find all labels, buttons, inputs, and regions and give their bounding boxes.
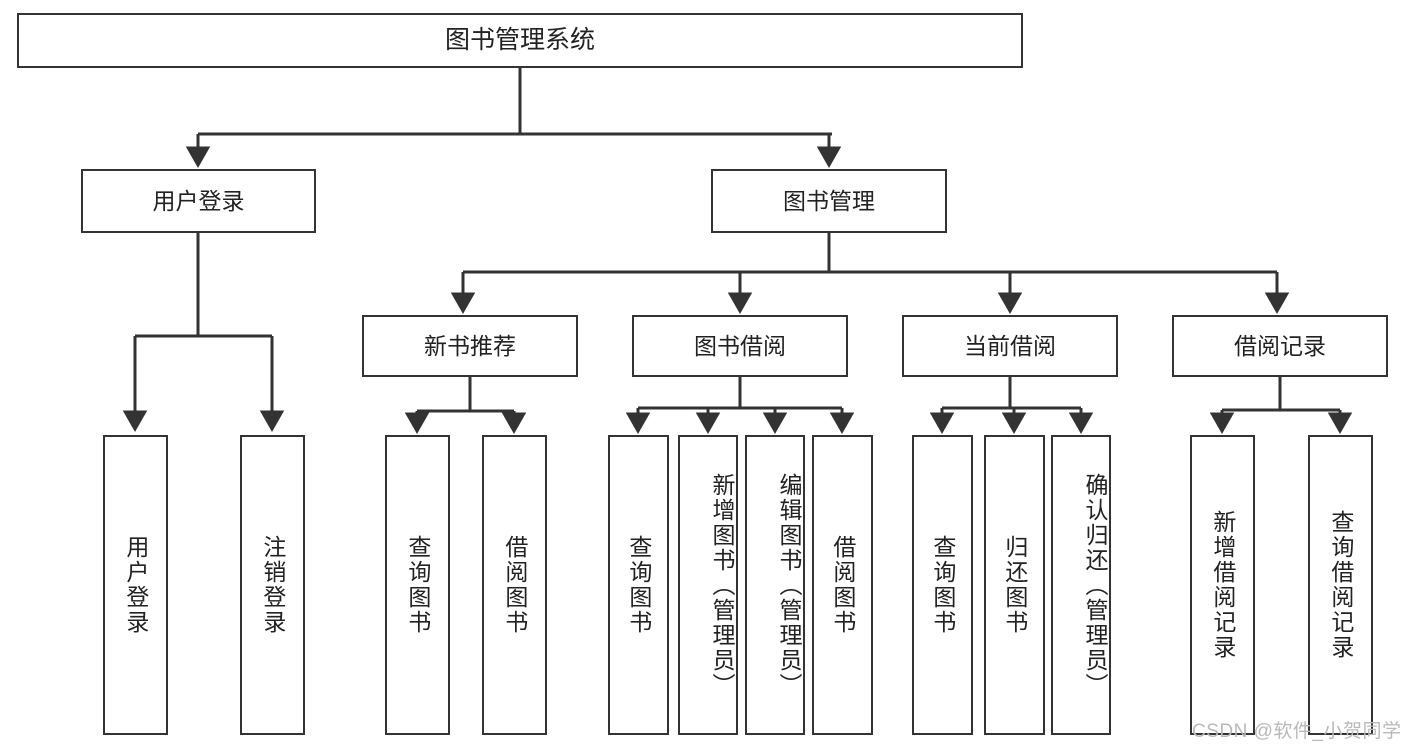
leaf-label: 查询借阅记录 (1327, 510, 1354, 660)
node-new-book-recommend[interactable]: 新书推荐 (362, 315, 578, 377)
leaf-label: 借阅图书 (829, 535, 856, 635)
node-leaf-confirm-return-admin[interactable]: 确认归还（管理员） (1051, 435, 1111, 735)
leaf-label: 借阅图书 (501, 535, 528, 635)
node-leaf-edit-book-admin[interactable]: 编辑图书（管理员） (745, 435, 805, 735)
node-book-manage[interactable]: 图书管理 (711, 169, 947, 233)
csdn-watermark: CSDN @软件_小贺同学 (1192, 721, 1402, 742)
node-book-borrow[interactable]: 图书借阅 (632, 315, 848, 377)
node-leaf-query-book-recommend[interactable]: 查询图书 (385, 435, 450, 735)
leaf-label: 归还图书 (1001, 535, 1028, 635)
leaf-label: 编辑图书（管理员） (776, 472, 802, 698)
node-leaf-user-login[interactable]: 用户登录 (103, 435, 168, 735)
node-leaf-borrow-book-recommend[interactable]: 借阅图书 (482, 435, 547, 735)
node-current-borrow[interactable]: 当前借阅 (902, 315, 1118, 377)
leaf-label: 查询图书 (404, 535, 431, 635)
leaf-label: 新增借阅记录 (1209, 510, 1236, 660)
leaf-label: 新增图书（管理员） (709, 472, 735, 698)
leaf-label: 用户登录 (122, 535, 149, 635)
node-leaf-borrow-book[interactable]: 借阅图书 (812, 435, 873, 735)
leaf-label: 注销登录 (259, 535, 286, 635)
node-leaf-query-book-current[interactable]: 查询图书 (912, 435, 973, 735)
node-leaf-logout-login[interactable]: 注销登录 (240, 435, 305, 735)
node-leaf-return-book[interactable]: 归还图书 (984, 435, 1045, 735)
node-leaf-add-book-admin[interactable]: 新增图书（管理员） (678, 435, 738, 735)
leaf-label: 确认归还（管理员） (1082, 472, 1108, 698)
node-user-login[interactable]: 用户登录 (81, 169, 316, 233)
node-root-system[interactable]: 图书管理系统 (17, 13, 1023, 68)
node-leaf-query-borrow-record[interactable]: 查询借阅记录 (1308, 435, 1373, 735)
node-borrow-record[interactable]: 借阅记录 (1172, 315, 1388, 377)
node-leaf-query-book-borrow[interactable]: 查询图书 (608, 435, 669, 735)
leaf-label: 查询图书 (929, 535, 956, 635)
node-leaf-add-borrow-record[interactable]: 新增借阅记录 (1190, 435, 1255, 735)
leaf-label: 查询图书 (625, 535, 652, 635)
